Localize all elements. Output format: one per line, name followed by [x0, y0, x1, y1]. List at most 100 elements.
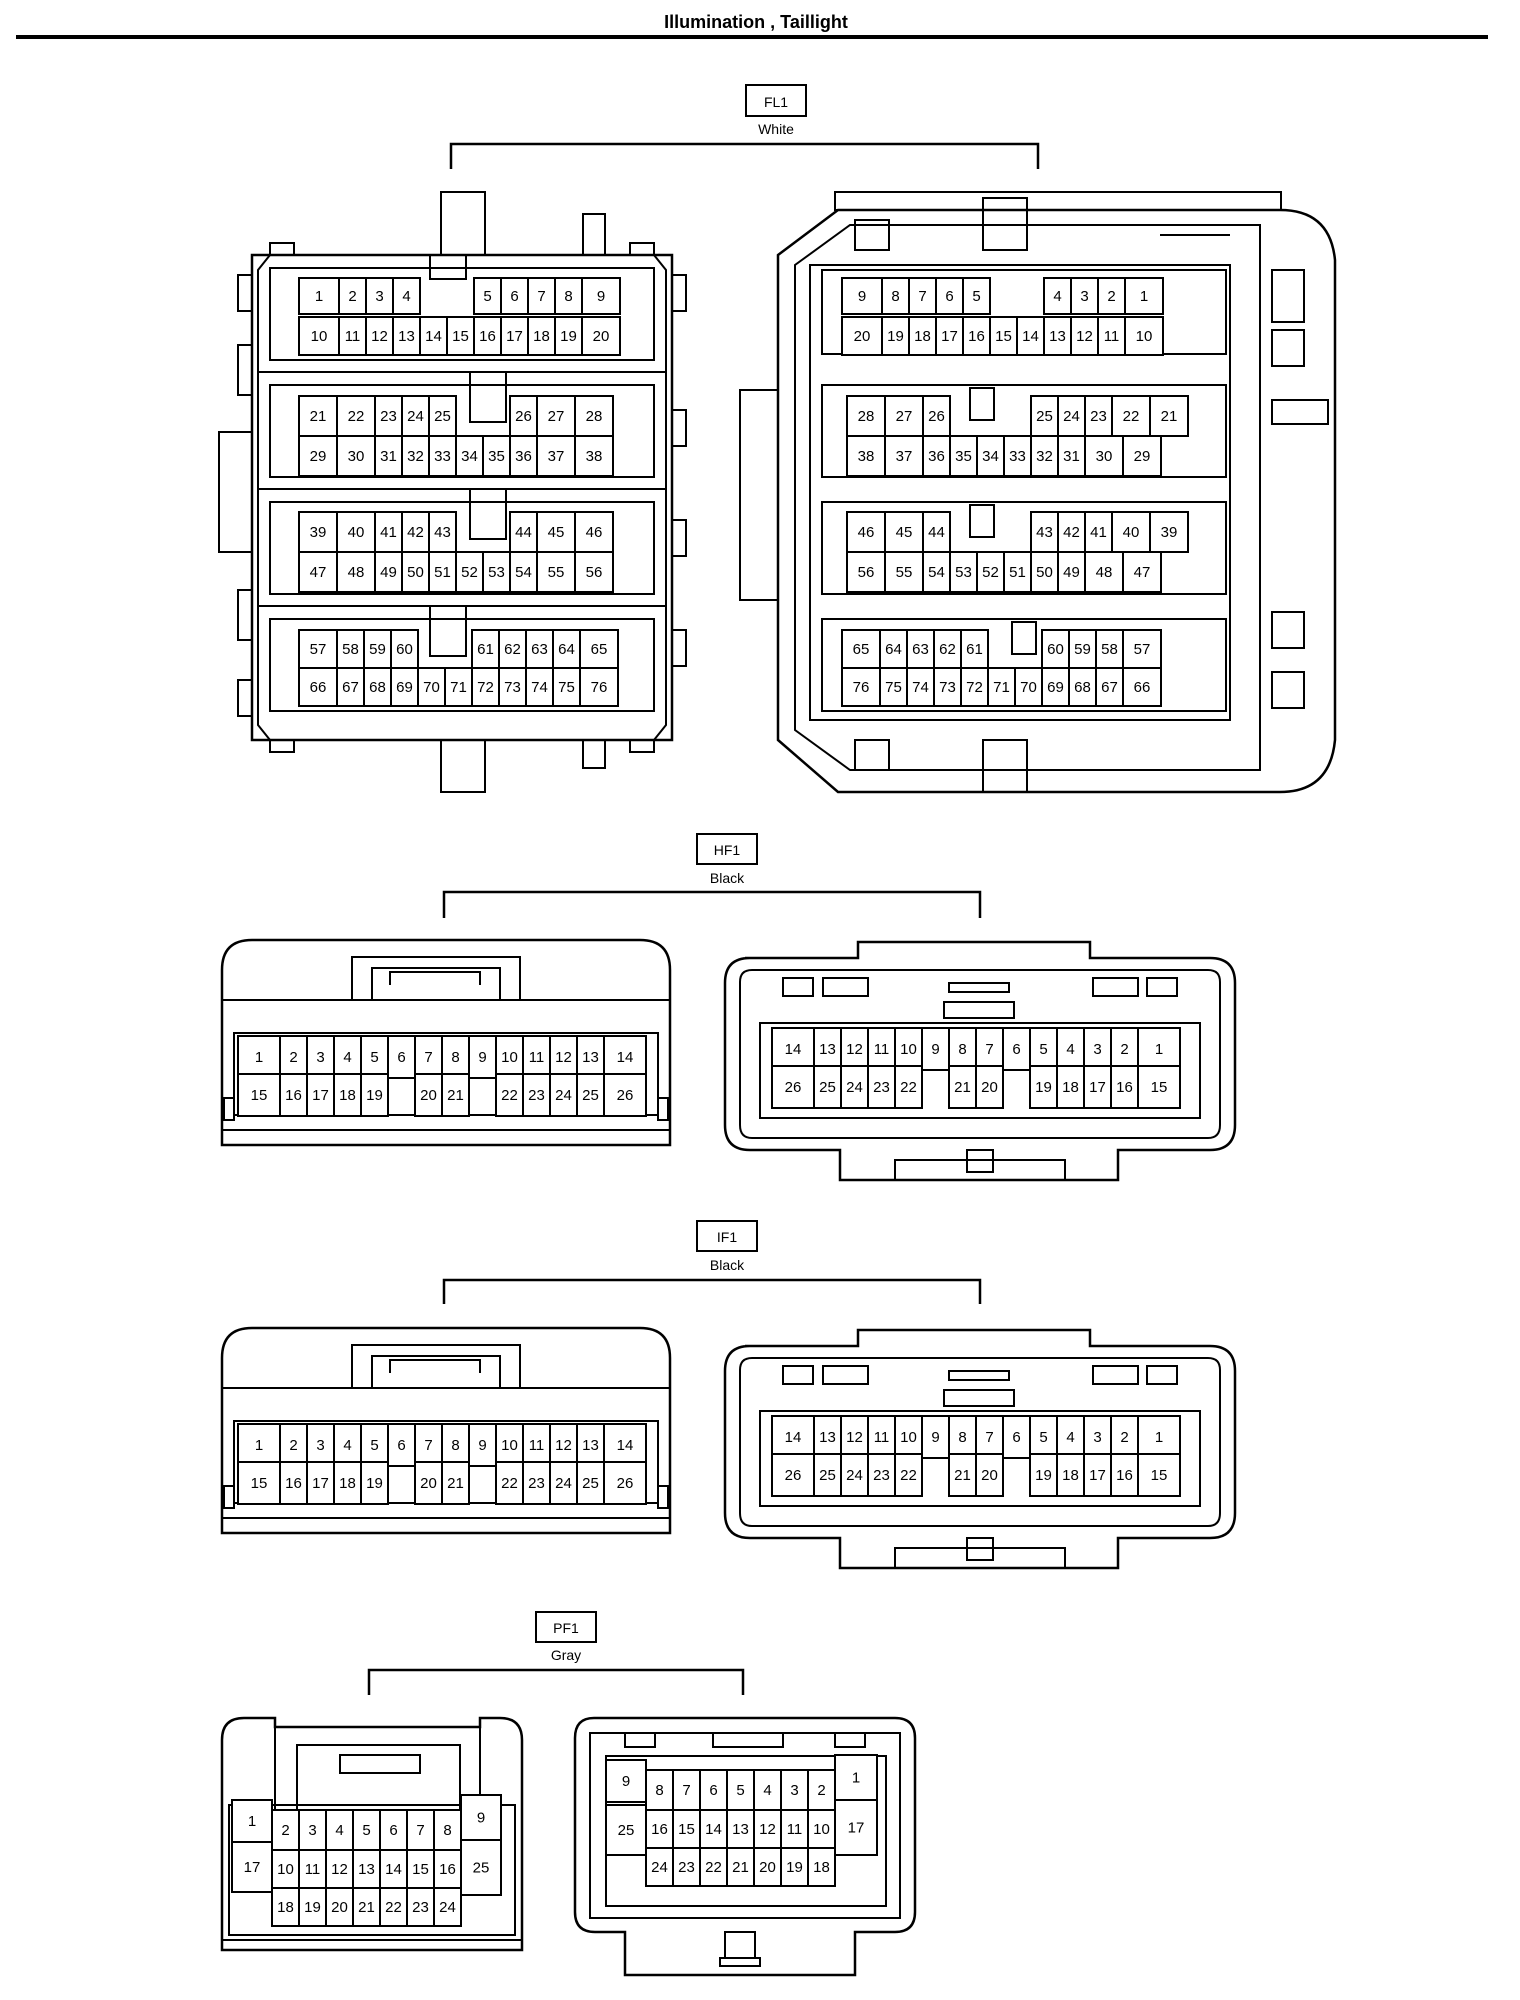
if1-left-pin-15: 15 — [237, 1461, 281, 1505]
if1-left-pin-11: 11 — [522, 1423, 551, 1467]
pin-number: 24 — [555, 1475, 572, 1492]
if1-right-pin-6: 6 — [1002, 1415, 1031, 1459]
fl1-left-pin-52: 52 — [455, 551, 484, 593]
pin-number: 24 — [1063, 408, 1080, 425]
connector-color: Black — [710, 1257, 745, 1273]
pin-number: 21 — [447, 1087, 464, 1104]
fl1-left-pin-13: 13 — [392, 316, 421, 356]
pin-number: 10 — [900, 1041, 917, 1058]
fl1-left-pin-19: 19 — [554, 316, 583, 356]
pin-number: 55 — [548, 564, 565, 581]
fl1-left-pin-6: 6 — [500, 277, 529, 315]
pin-number: 26 — [785, 1467, 802, 1484]
pin-number: 49 — [1063, 564, 1080, 581]
hf1-left-pin-21: 21 — [441, 1073, 470, 1117]
pin-number: 10 — [1136, 328, 1153, 345]
if1-left-pin-25: 25 — [576, 1461, 605, 1505]
connector-id-box — [745, 84, 807, 117]
pin-number: 76 — [591, 679, 608, 696]
pin-number: 6 — [389, 1822, 397, 1839]
pin-number: 11 — [1104, 328, 1120, 345]
if1-left-pin-19: 19 — [360, 1461, 389, 1505]
hf1-right-pin-12: 12 — [840, 1027, 869, 1071]
pin-number: 10 — [311, 328, 328, 345]
pin-number: 63 — [531, 641, 548, 658]
fl1-right-pin-73: 73 — [933, 667, 962, 707]
fl1-right-pin-16: 16 — [962, 316, 991, 356]
fl1-right-pin-40: 40 — [1111, 511, 1151, 553]
pin-number: 11 — [305, 1861, 321, 1878]
pin-number: 1 — [315, 288, 323, 305]
pin-number: 28 — [586, 408, 603, 425]
pin-number: 1 — [1155, 1041, 1163, 1058]
pin-number: 9 — [931, 1041, 939, 1058]
pin-number: 6 — [709, 1782, 717, 1799]
fl1-right-pin-64: 64 — [879, 629, 908, 669]
fl1-right-pin-61: 61 — [960, 629, 989, 669]
pin-number: 74 — [912, 679, 929, 696]
if1-right-pin-17: 17 — [1083, 1453, 1112, 1497]
hf1-left-pin-10: 10 — [495, 1035, 524, 1079]
pin-number: 67 — [342, 679, 359, 696]
pin-number: 29 — [1134, 448, 1151, 465]
connector-color: Gray — [551, 1647, 581, 1663]
pin-number: 3 — [1080, 288, 1088, 305]
pin-number: 62 — [504, 641, 521, 658]
pin-number: 70 — [423, 679, 440, 696]
pin-number: 8 — [958, 1041, 966, 1058]
pin-number: 24 — [846, 1079, 863, 1096]
fl1-left-pin-38: 38 — [574, 435, 614, 477]
hf1-right-pin-4: 4 — [1056, 1027, 1085, 1071]
fl1-left-pin-61: 61 — [471, 629, 500, 669]
fl1-right-pin-20: 20 — [841, 316, 883, 356]
pin-number: 16 — [479, 328, 496, 345]
pin-number: 22 — [501, 1087, 518, 1104]
fl1-right-pin-22: 22 — [1111, 395, 1151, 437]
pin-number: 33 — [434, 448, 451, 465]
if1-left-pin-17: 17 — [306, 1461, 335, 1505]
pin-number: 18 — [1062, 1079, 1079, 1096]
fl1-left-pin-65: 65 — [579, 629, 619, 669]
pf1-left-pin-20: 20 — [325, 1887, 354, 1927]
pin-number: 72 — [966, 679, 983, 696]
if1-left-pin-22: 22 — [495, 1461, 524, 1505]
fl1-left-pin-51: 51 — [428, 551, 457, 593]
hf1-right-pin-15: 15 — [1137, 1065, 1181, 1109]
fl1-left-pin-23: 23 — [374, 395, 403, 437]
pin-number: 7 — [682, 1782, 690, 1799]
pin-number: 5 — [1039, 1429, 1047, 1446]
pin-number: 5 — [1039, 1041, 1047, 1058]
pf1-left-pin-10: 10 — [271, 1849, 300, 1889]
fl1-right-pin-70: 70 — [1014, 667, 1043, 707]
pin-number: 65 — [591, 641, 608, 658]
fl1-right-pin-31: 31 — [1057, 435, 1086, 477]
if1-left-pin-4: 4 — [333, 1423, 362, 1467]
pf1-left-pin-21: 21 — [352, 1887, 381, 1927]
hf1-right-pin-21: 21 — [948, 1065, 977, 1109]
pin-number: 19 — [304, 1899, 321, 1916]
pin-number: 75 — [558, 679, 575, 696]
hf1-left-pin-11: 11 — [522, 1035, 551, 1079]
fl1-right-pin-52: 52 — [976, 551, 1005, 593]
pin-number: 4 — [343, 1049, 351, 1066]
pf1-left-pin-4: 4 — [325, 1809, 354, 1851]
fl1-right-pin-13: 13 — [1043, 316, 1072, 356]
pin-number: 1 — [255, 1437, 263, 1454]
fl1-right-pin-49: 49 — [1057, 551, 1086, 593]
pin-number: 18 — [339, 1087, 356, 1104]
pin-number: 14 — [425, 328, 442, 345]
fl1-left-pin-3: 3 — [365, 277, 394, 315]
pin-number: 72 — [477, 679, 494, 696]
fl1-right-pin-39: 39 — [1149, 511, 1189, 553]
pin-number: 10 — [900, 1429, 917, 1446]
callout-bracket — [442, 1278, 982, 1304]
pin-number: 8 — [655, 1782, 663, 1799]
pin-number: 18 — [277, 1899, 294, 1916]
pin-number: 18 — [914, 328, 931, 345]
pin-number: 3 — [316, 1049, 324, 1066]
if1-left-pin-2: 2 — [279, 1423, 308, 1467]
hf1-left-pin-2: 2 — [279, 1035, 308, 1079]
hf1-left-pin-12: 12 — [549, 1035, 578, 1079]
pf1-right-pin-11: 11 — [780, 1809, 809, 1849]
pin-number: 10 — [501, 1049, 518, 1066]
